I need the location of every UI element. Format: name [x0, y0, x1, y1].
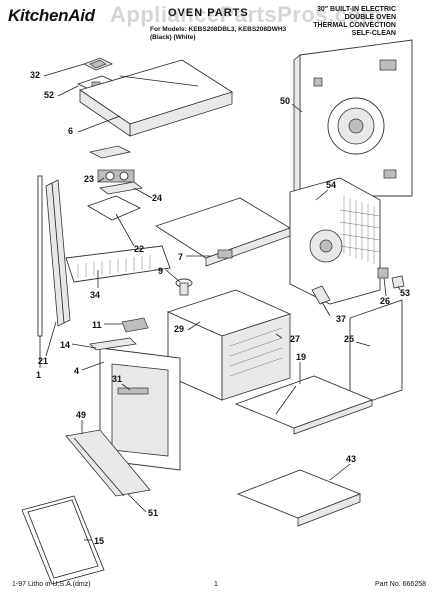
callout-1: 1 [36, 370, 41, 380]
part-side-panel [349, 299, 403, 409]
part-bottom-tray [236, 469, 362, 527]
part-knob [175, 278, 193, 296]
part-rear-panel [293, 39, 413, 201]
part-bracket [311, 285, 331, 305]
color-line: (Black) (White) [150, 34, 196, 41]
callout-31: 31 [112, 374, 122, 384]
callout-9: 9 [158, 266, 163, 276]
footer-print-info: 1-97 Litho in U.S.A.(dmz) [12, 581, 91, 588]
part-clip [377, 267, 405, 289]
callout-53: 53 [400, 288, 410, 298]
part-convection-panel [289, 177, 381, 305]
description-line: 30" BUILT-IN ELECTRIC [316, 6, 396, 13]
callout-24: 24 [152, 193, 162, 203]
description-line: THERMAL CONVECTION [313, 22, 396, 29]
page-title: OVEN PARTS [168, 7, 249, 19]
part-cover-plate [154, 197, 292, 267]
callout-34: 34 [90, 290, 100, 300]
callout-52: 52 [44, 90, 54, 100]
callout-4: 4 [74, 366, 79, 376]
part-vent-cover [83, 57, 113, 71]
callout-19: 19 [296, 352, 306, 362]
part-vertical-strip [37, 175, 43, 337]
part-latch [121, 317, 149, 333]
callout-49: 49 [76, 410, 86, 420]
part-insulation-plate [86, 195, 142, 221]
callout-54: 54 [326, 180, 336, 190]
callout-23: 23 [84, 174, 94, 184]
description-line: DOUBLE OVEN [344, 14, 396, 21]
brand-logo: KitchenAid [8, 6, 95, 25]
callout-29: 29 [174, 324, 184, 334]
callout-7: 7 [178, 252, 183, 262]
part-side-trim [45, 179, 71, 327]
callout-21: 21 [38, 356, 48, 366]
part-door-trim [65, 429, 151, 497]
part-switch-assembly [88, 145, 143, 195]
callout-15: 15 [94, 536, 104, 546]
callout-14: 14 [60, 340, 70, 350]
callout-51: 51 [148, 508, 158, 518]
part-tray [234, 375, 374, 435]
description-line: SELF-CLEAN [351, 30, 396, 37]
callout-leaders [39, 63, 401, 541]
callout-26: 26 [380, 296, 390, 306]
part-oven-cavity [166, 289, 292, 401]
callout-22: 22 [134, 244, 144, 254]
footer-part-number: Part No. 666258 [375, 581, 426, 588]
callout-32: 32 [30, 70, 40, 80]
callout-43: 43 [346, 454, 356, 464]
callout-50: 50 [280, 96, 290, 106]
footer-page-number: 1 [214, 581, 218, 588]
part-gasket [21, 495, 105, 585]
model-line: For Models: KEBS208DBL3, KEBS208DWH3 [150, 26, 287, 33]
part-top-panel [78, 59, 234, 137]
callout-27: 27 [290, 334, 300, 344]
callout-labels: 32 52 6 50 23 24 54 22 7 9 26 53 34 37 1… [30, 70, 410, 546]
callout-37: 37 [336, 314, 346, 324]
callout-25: 25 [344, 334, 354, 344]
part-control-panel [65, 245, 171, 283]
callout-11: 11 [92, 320, 102, 330]
callout-6: 6 [68, 126, 73, 136]
